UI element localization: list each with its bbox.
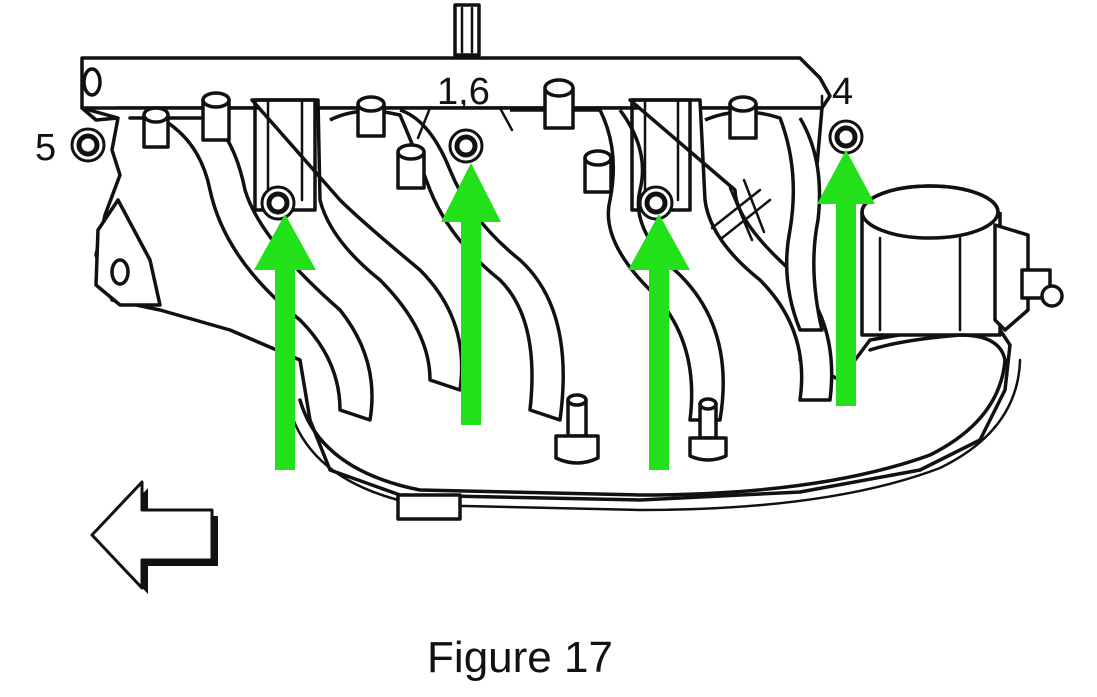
figure-caption: Figure 17 <box>427 633 613 682</box>
intake-manifold-drawing <box>70 3 1064 521</box>
leader-line-1-6-right <box>498 106 514 132</box>
green-arrow-1 <box>254 214 316 470</box>
callout-4: 4 <box>832 71 853 113</box>
throttle-body <box>860 184 1064 337</box>
bolt-5 <box>70 127 106 163</box>
bottom-stub <box>396 493 462 521</box>
vacuum-nipples <box>142 78 758 194</box>
green-arrow-4 <box>817 150 875 406</box>
green-arrows <box>254 150 875 470</box>
bolt-4 <box>828 119 864 155</box>
flange-slot-left <box>82 67 102 97</box>
front-direction-arrow <box>90 480 218 594</box>
bolt-1-6 <box>448 128 484 164</box>
top-stud <box>453 3 481 57</box>
bolt-2 <box>260 185 296 221</box>
bolt-3 <box>638 185 674 221</box>
callout-1-6: 1,6 <box>437 71 490 113</box>
callout-5: 5 <box>35 127 56 169</box>
green-arrow-2 <box>441 163 501 425</box>
bolt-holes <box>70 119 864 221</box>
green-arrow-3 <box>628 214 690 470</box>
lower-studs <box>554 393 728 465</box>
bolt-slots <box>253 98 692 212</box>
lower-gasket <box>298 333 1007 497</box>
runners <box>128 98 834 422</box>
leader-line-1-6-left <box>416 106 432 140</box>
